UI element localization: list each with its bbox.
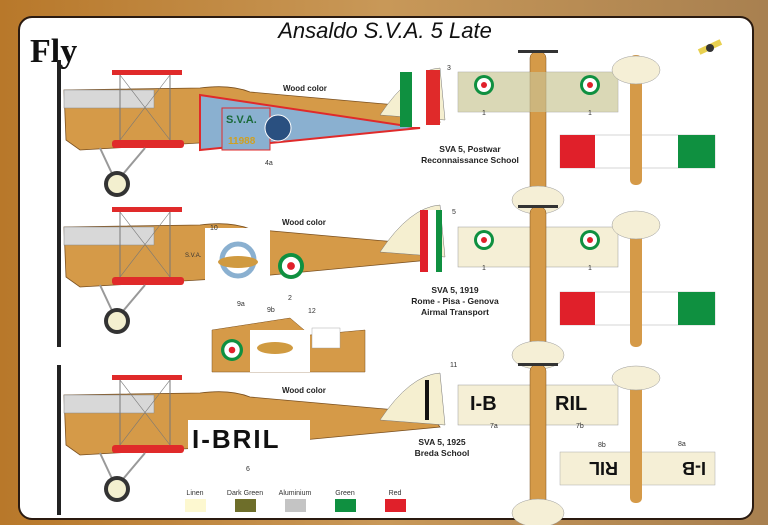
callout: 9b xyxy=(267,307,275,314)
fly-logo: Fly xyxy=(30,33,77,70)
color-legend: Linen Dark Green Aluminium Green Red xyxy=(185,490,406,512)
wood-color-label: Wood color xyxy=(282,218,326,227)
callout: 5 xyxy=(452,209,456,216)
decal-sva: S.V.A. xyxy=(226,114,257,126)
callout: 7a xyxy=(490,423,498,430)
mini-plane-icon xyxy=(697,39,723,55)
callout: 10 xyxy=(210,225,218,232)
svg-text:Breda School: Breda School xyxy=(415,448,470,458)
svg-text:SVA 5, Postwar: SVA 5, Postwar xyxy=(439,144,501,154)
detail-view-1919: 9b 12 xyxy=(211,307,366,373)
callout: 1 xyxy=(482,110,486,117)
svg-text:Dark Green: Dark Green xyxy=(227,490,263,497)
caption-postwar: SVA 5, Postwar Reconnaissance School xyxy=(421,144,519,165)
legend-green: Green xyxy=(335,490,356,512)
callout: 11 xyxy=(450,362,457,369)
callout: 2 xyxy=(288,295,292,302)
callout: 1 xyxy=(482,265,486,272)
svg-text:SVA 5, 1925: SVA 5, 1925 xyxy=(418,437,466,447)
svg-text:Airmal Transport: Airmal Transport xyxy=(421,307,489,317)
svg-text:SVA 5, 1919: SVA 5, 1919 xyxy=(431,285,479,295)
callout: 3 xyxy=(447,65,451,72)
callout: 8a xyxy=(678,441,686,448)
legend-dark-green: Dark Green xyxy=(227,490,263,512)
top-view-1919: 1 1 xyxy=(457,204,619,370)
legend-linen: Linen xyxy=(185,490,206,512)
svg-text:Green: Green xyxy=(335,490,355,497)
bottom-view-1925: RIL I-B 8b 8a xyxy=(559,365,716,503)
wood-color-label: Wood color xyxy=(282,386,326,395)
wood-color-label: Wood color xyxy=(283,84,327,93)
top-view-1925: I-B RIL 7a 7b xyxy=(457,362,619,525)
sheet-title: Ansaldo S.V.A. 5 Late xyxy=(276,18,492,43)
side-view-postwar: S.V.A. 11988 Wood color 3 4a xyxy=(56,59,451,211)
top-view-postwar: 1 1 xyxy=(457,49,619,215)
legend-red: Red xyxy=(385,490,406,512)
callout: 6 xyxy=(246,466,250,473)
svg-text:Linen: Linen xyxy=(186,490,203,497)
side-view-1919: S.V.A. Wood color 10 5 9a 2 xyxy=(56,196,456,348)
callout: 9a xyxy=(237,301,245,308)
callout: 8b xyxy=(598,442,606,449)
bottom-view-postwar xyxy=(559,55,716,185)
wing-decal-under-left: RIL xyxy=(589,458,618,478)
caption-1925: SVA 5, 1925 Breda School xyxy=(415,437,470,458)
svg-text:Rome - Pisa - Genova: Rome - Pisa - Genova xyxy=(411,296,499,306)
callout: 1 xyxy=(588,110,592,117)
wing-decal-right: RIL xyxy=(555,393,587,415)
decal-serial: 11988 xyxy=(228,136,256,147)
wing-decal-under-right: I-B xyxy=(682,458,706,478)
callout: 7b xyxy=(576,423,584,430)
caption-1919: SVA 5, 1919 Rome - Pisa - Genova Airmal … xyxy=(411,285,499,317)
legend-aluminium: Aluminium xyxy=(279,490,312,512)
bottom-view-1919 xyxy=(559,210,716,347)
svg-text:Red: Red xyxy=(389,490,402,497)
svg-text:Aluminium: Aluminium xyxy=(279,490,312,497)
svg-text:Reconnaissance School: Reconnaissance School xyxy=(421,155,519,165)
wing-decal-left: I-B xyxy=(470,393,497,415)
decal-sva: S.V.A. xyxy=(185,253,202,259)
callout: 1 xyxy=(588,265,592,272)
registration-decal: I-BRIL xyxy=(192,424,281,454)
callout: 12 xyxy=(308,308,316,315)
side-view-1925: I-BRIL Wood color 11 6 xyxy=(56,362,457,516)
callout: 4a xyxy=(265,160,273,167)
